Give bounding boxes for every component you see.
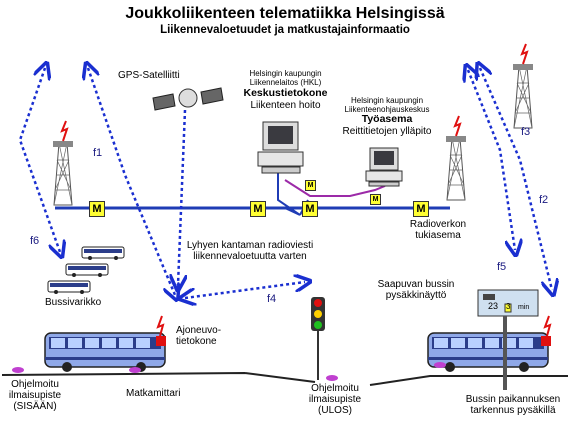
modem-box-small-2: M: [370, 194, 381, 205]
radio-tower-far: [512, 43, 534, 129]
flow-label-f2: f2: [539, 194, 549, 206]
work-org-line1: Helsingin kaupungin: [350, 96, 424, 105]
prog-in-line2: ilmaisupiste: [8, 390, 62, 401]
prog-out-line3: (ULOS): [318, 405, 352, 416]
odometer-marker: [129, 367, 141, 373]
flow-label-f6: f6: [30, 235, 40, 247]
bus-right: [427, 332, 549, 373]
gps-satellite-icon: [152, 87, 224, 111]
hkl-role: Liikenteen hoito: [250, 100, 321, 111]
hkl-org-line1: Helsingin kaupungin: [249, 69, 322, 78]
radio-station-line1: Radioverkon: [409, 219, 467, 230]
stop-display-sign: [477, 289, 539, 390]
modem-box-center: M: [250, 201, 266, 217]
vehicle-computer-line1: Ajoneuvo-: [176, 325, 222, 336]
road-left: [1, 372, 316, 383]
display-route-number: 23: [488, 301, 499, 311]
flow-f6-line: [18, 68, 60, 252]
diagram-title: Joukkoliikenteen telematiikka Helsingiss…: [125, 5, 445, 22]
flow-f5-line: [468, 70, 515, 250]
hkl-name: Keskustietokone: [243, 87, 328, 99]
vehicle-computer-box: [156, 336, 166, 346]
vehicle-computer-line2: tietokone: [176, 336, 217, 347]
modem-box-small-1: M: [305, 180, 316, 191]
radio-tower-right: [445, 115, 467, 201]
depot-label: Bussivarikko: [45, 297, 102, 308]
odometer-label: Matkamittari: [126, 388, 181, 399]
flow-f4-line: [185, 282, 305, 298]
depot-bus-1: [81, 246, 125, 261]
flow-label-f3: f3: [521, 126, 531, 138]
bus-left: [44, 332, 166, 373]
flow-f1-line: [88, 68, 175, 295]
bus-position-line2: tarkennus pysäkillä: [470, 405, 556, 416]
detection-point-stop: [434, 362, 446, 368]
work-role: Reittitietojen ylläpito: [342, 126, 432, 137]
depot-bus-3: [47, 280, 91, 295]
stop-display-line2: pysäkkinäyttö: [385, 290, 447, 301]
prog-out-line2: ilmaisupiste: [308, 394, 362, 405]
radio-tower-left: [52, 120, 74, 206]
flow-label-f1: f1: [93, 147, 103, 159]
prog-in-line1: Ohjelmoitu: [11, 379, 59, 390]
gps-label: GPS-Satelliitti: [118, 70, 180, 81]
traffic-light-icon: [311, 297, 325, 380]
detection-point-in: [12, 367, 24, 373]
modem-box-left: M: [89, 201, 105, 217]
modem-box-server: M: [302, 201, 318, 217]
lan-link: [284, 179, 386, 197]
flow-gps-line: [178, 109, 185, 285]
central-computer-icon: [257, 121, 304, 174]
flow-label-f5: f5: [497, 261, 507, 273]
work-name: Työasema: [361, 113, 413, 125]
short-radio-line2: liikennevaloetuutta varten: [193, 251, 307, 262]
bus-position-line1: Bussin paikannuksen: [465, 394, 561, 405]
modem-box-right: M: [413, 201, 429, 217]
road-right: [369, 375, 568, 386]
hkl-org-line2: Liikennelaitos (HKL): [249, 78, 322, 87]
workstation-icon: [365, 147, 403, 187]
flow-label-f4: f4: [267, 293, 277, 305]
detection-point-out: [326, 375, 338, 381]
work-org-line2: Liikenteenohjauskeskus: [344, 105, 430, 114]
radio-station-line2: tukiasema: [415, 230, 461, 241]
depot-bus-2: [65, 263, 109, 278]
display-unit: min: [518, 304, 530, 311]
display-minutes: 3: [506, 302, 511, 311]
stop-display-line1: Saapuvan bussin: [377, 279, 455, 290]
diagram-subtitle: Liikennevaloetuudet ja matkustajainforma…: [160, 24, 410, 36]
prog-in-line3: (SISÄÄN): [13, 401, 57, 412]
prog-out-line1: Ohjelmoitu: [311, 383, 359, 394]
short-radio-line1: Lyhyen kantaman radioviesti: [186, 240, 314, 251]
